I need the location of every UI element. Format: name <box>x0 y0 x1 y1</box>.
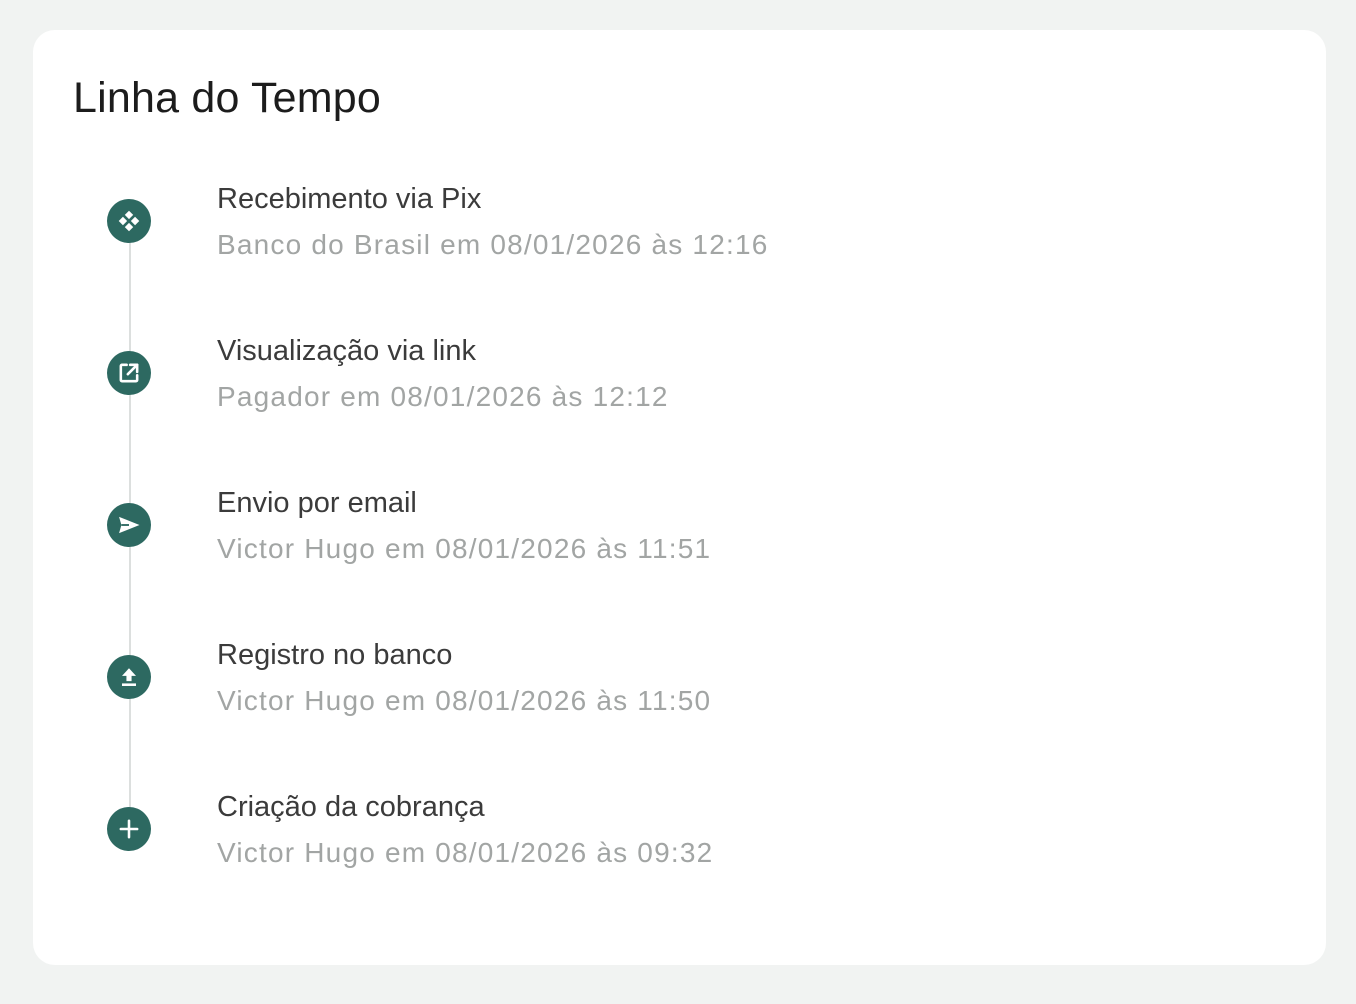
event-subtitle: Victor Hugo em 08/01/2026 às 11:51 <box>217 533 712 564</box>
timeline-title: Linha do Tempo <box>73 74 382 122</box>
event-subtitle: Pagador em 08/01/2026 às 12:12 <box>217 381 669 412</box>
timeline: Recebimento via Pix Banco do Brasil em 0… <box>33 30 1326 965</box>
timeline-event-link-view: Visualização via link Pagador em 08/01/2… <box>33 335 1326 471</box>
event-title: Registro no banco <box>217 639 453 671</box>
timeline-event-bank-registration: Registro no banco Victor Hugo em 08/01/2… <box>33 639 1326 775</box>
timeline-card: Linha do Tempo Recebimento via Pix Banco… <box>33 30 1326 965</box>
timeline-event-email-sent: Envio por email Victor Hugo em 08/01/202… <box>33 487 1326 623</box>
send-icon <box>107 503 151 547</box>
upload-icon <box>107 655 151 699</box>
event-title: Recebimento via Pix <box>217 183 482 215</box>
timeline-event-pix-receipt: Recebimento via Pix Banco do Brasil em 0… <box>33 183 1326 319</box>
event-subtitle: Banco do Brasil em 08/01/2026 às 12:16 <box>217 229 769 260</box>
plus-icon <box>107 807 151 851</box>
event-subtitle: Victor Hugo em 08/01/2026 às 11:50 <box>217 685 712 716</box>
pix-icon <box>107 199 151 243</box>
event-title: Visualização via link <box>217 335 476 367</box>
timeline-event-charge-creation: Criação da cobrança Victor Hugo em 08/01… <box>33 791 1326 927</box>
event-title: Criação da cobrança <box>217 791 485 823</box>
open-in-new-icon <box>107 351 151 395</box>
event-title: Envio por email <box>217 487 417 519</box>
event-subtitle: Victor Hugo em 08/01/2026 às 09:32 <box>217 837 714 868</box>
